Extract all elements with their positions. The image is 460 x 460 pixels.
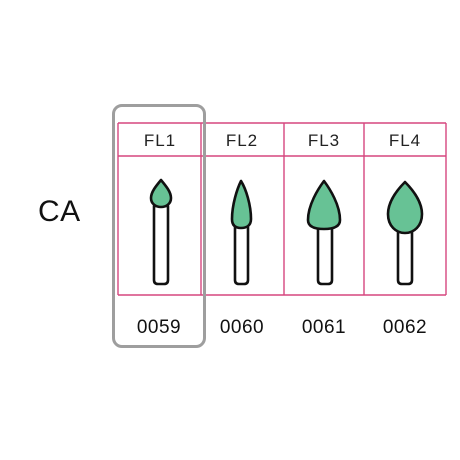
bur-fl1-shank [152, 204, 170, 286]
bur-fl4-shank [396, 228, 414, 286]
bur-fl4-icon[interactable] [386, 180, 424, 286]
grid-lines [117, 122, 447, 296]
product-code-0059[interactable]: 0059 [136, 317, 182, 338]
column-header-fl1: FL1 [143, 131, 177, 150]
column-header-fl4: FL4 [388, 131, 422, 150]
selection-highlight[interactable] [112, 104, 206, 348]
product-code-0061[interactable]: 0061 [301, 317, 347, 338]
bur-fl3-shank [316, 226, 334, 286]
product-code-0060[interactable]: 0060 [219, 317, 265, 338]
product-code-0062[interactable]: 0062 [382, 317, 428, 338]
row-label-ca: CA [38, 195, 81, 228]
column-header-fl2: FL2 [225, 131, 259, 150]
bur-fl2-head [230, 179, 253, 230]
bur-fl3-head [306, 179, 342, 231]
bur-fl1-icon[interactable] [149, 178, 173, 286]
column-header-fl3: FL3 [307, 131, 341, 150]
bur-fl3-icon[interactable] [306, 179, 342, 286]
bur-fl1-head [149, 178, 173, 209]
bur-fl2-icon[interactable] [230, 179, 253, 286]
bur-fl2-shank [233, 224, 250, 286]
bur-fl4-head [386, 180, 424, 235]
